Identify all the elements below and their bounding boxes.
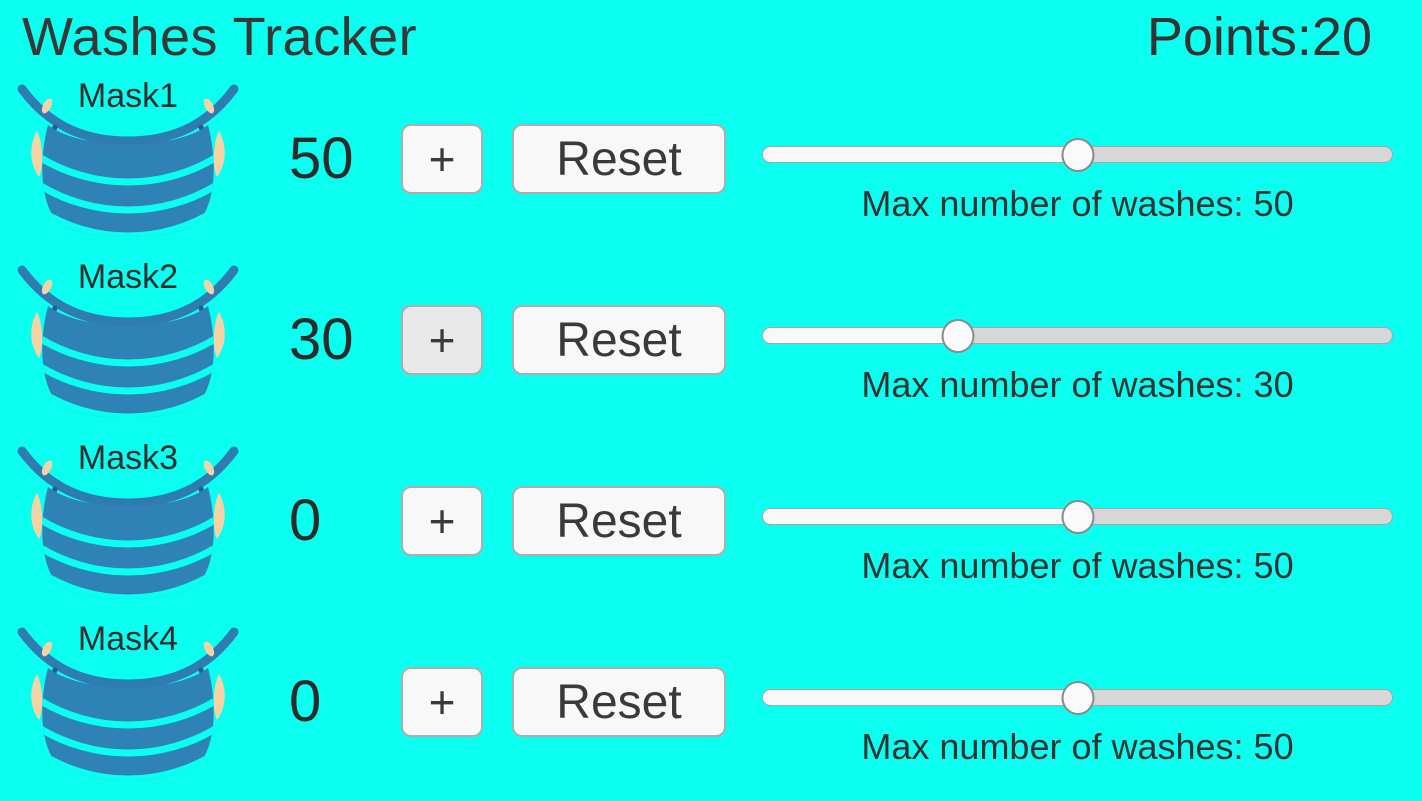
mask-name-label: Mask3 <box>77 439 179 477</box>
slider-track[interactable] <box>762 499 1393 534</box>
slider-track[interactable] <box>762 680 1393 715</box>
mask-icon <box>17 627 239 780</box>
reset-button[interactable]: Reset <box>512 124 726 194</box>
wash-count: 30 <box>289 307 354 372</box>
wash-count: 0 <box>289 488 322 553</box>
max-washes-label: Max number of washes: 50 <box>861 545 1294 586</box>
max-washes-label: Max number of washes: 50 <box>861 726 1294 767</box>
max-washes-slider-group: Max number of washes: 50 <box>750 77 1406 258</box>
max-washes-slider-group: Max number of washes: 50 <box>750 620 1406 801</box>
slider-thumb[interactable] <box>1061 499 1094 534</box>
mask-name-label: Mask2 <box>77 258 179 296</box>
increment-button[interactable]: + <box>401 305 483 375</box>
reset-button[interactable]: Reset <box>512 667 726 737</box>
mask-name-label: Mask4 <box>77 620 179 658</box>
increment-button[interactable]: + <box>401 486 483 556</box>
mask-icon <box>17 265 239 418</box>
points-value: 20 <box>1311 7 1372 67</box>
increment-button[interactable]: + <box>401 124 483 194</box>
slider-thumb[interactable] <box>1061 137 1094 172</box>
mask-image: Mask3 <box>12 439 244 607</box>
slider-track[interactable] <box>762 137 1393 172</box>
mask-image: Mask1 <box>12 77 244 245</box>
mask-image: Mask2 <box>12 258 244 426</box>
reset-button[interactable]: Reset <box>512 305 726 375</box>
mask-row: Mask3 0 + Reset Max number of washes: 50 <box>0 439 1422 620</box>
slider-thumb[interactable] <box>941 318 975 353</box>
slider-fill <box>763 509 1078 524</box>
increment-button[interactable]: + <box>401 667 483 737</box>
mask-row: Mask1 50 + Reset Max number of washes: 5… <box>0 77 1422 258</box>
slider-track[interactable] <box>762 318 1393 353</box>
mask-row: Mask2 30 + Reset Max number of washes: 3… <box>0 258 1422 439</box>
slider-fill <box>763 690 1078 705</box>
max-washes-slider-group: Max number of washes: 50 <box>750 439 1406 620</box>
mask-icon <box>17 446 239 599</box>
points-display: Points:20 <box>1147 6 1372 68</box>
points-label: Points: <box>1146 7 1312 67</box>
max-washes-slider-group: Max number of washes: 30 <box>750 258 1406 439</box>
slider-thumb[interactable] <box>1061 680 1094 715</box>
max-washes-label: Max number of washes: 30 <box>861 364 1294 405</box>
slider-fill <box>763 328 958 343</box>
page-title: Washes Tracker <box>22 7 418 67</box>
slider-fill <box>763 147 1078 162</box>
reset-button[interactable]: Reset <box>512 486 726 556</box>
mask-icon <box>17 84 239 237</box>
mask-row: Mask4 0 + Reset Max number of washes: 50 <box>0 620 1422 801</box>
mask-name-label: Mask1 <box>77 77 179 115</box>
wash-count: 50 <box>289 126 354 191</box>
mask-image: Mask4 <box>12 620 244 788</box>
max-washes-label: Max number of washes: 50 <box>861 183 1294 224</box>
wash-count: 0 <box>289 669 322 734</box>
